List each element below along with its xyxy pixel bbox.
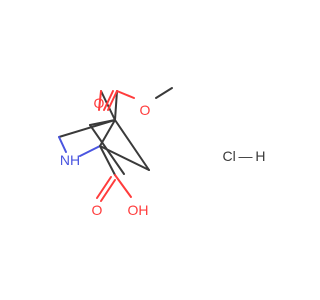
bond-c4-ch2-right <box>114 119 150 171</box>
bond-ester-double-o-a <box>103 90 114 111</box>
bond-ester-co-double-a <box>98 90 102 111</box>
bond-c4-ch2-left <box>58 119 116 138</box>
acid-carbonyl-oxygen: O <box>92 202 103 218</box>
acid-hydroxyl: OH <box>128 202 149 218</box>
structure-canvas: O O NH O OH Cl — H <box>58 87 266 218</box>
bond-c1-c4 <box>99 119 116 147</box>
ring-nitrogen: NH <box>60 152 80 168</box>
bond-ester-single-o <box>116 90 135 99</box>
bond-c4-ester-carbon <box>100 90 116 121</box>
bond-n-c1 <box>79 145 101 157</box>
molecule-drawing <box>58 87 173 202</box>
bond-ch2-right-c1 <box>99 145 150 171</box>
bond-ester-double-o-b <box>107 90 118 111</box>
ester-carbonyl-oxygen: O <box>94 95 105 111</box>
ester-ether-oxygen: O <box>140 102 151 118</box>
bond-ester-carbon-o <box>114 90 118 121</box>
bond-ch2-left-n <box>58 136 67 153</box>
bond-acid-double-o-a <box>96 176 112 199</box>
atom-labels: O O NH O OH Cl — H <box>60 95 266 218</box>
bond-o-methyl <box>155 87 173 99</box>
hcl-salt-label: Cl — H <box>223 148 266 164</box>
bond-acid-oh <box>114 174 132 198</box>
bond-acid-double-o-b <box>100 179 116 202</box>
bond-c1-acid-carbon <box>99 145 116 176</box>
